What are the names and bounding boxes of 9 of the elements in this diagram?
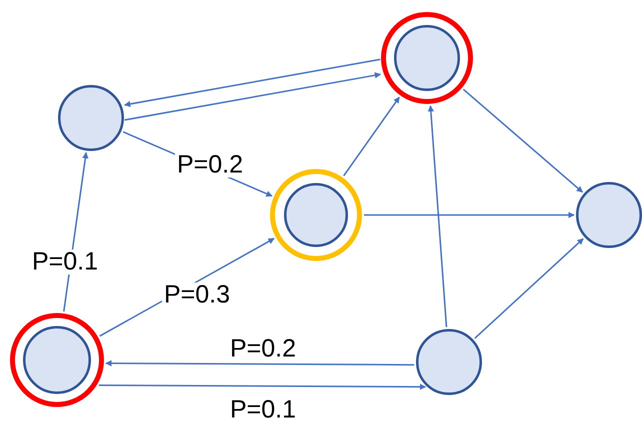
arrow [364, 212, 575, 218]
arrow [105, 360, 414, 366]
arrow [343, 96, 400, 176]
arrow [98, 384, 426, 390]
arrow [474, 238, 584, 339]
arrow [462, 88, 583, 193]
arrow [124, 58, 380, 108]
arrow [124, 72, 382, 121]
arrow [428, 105, 448, 328]
